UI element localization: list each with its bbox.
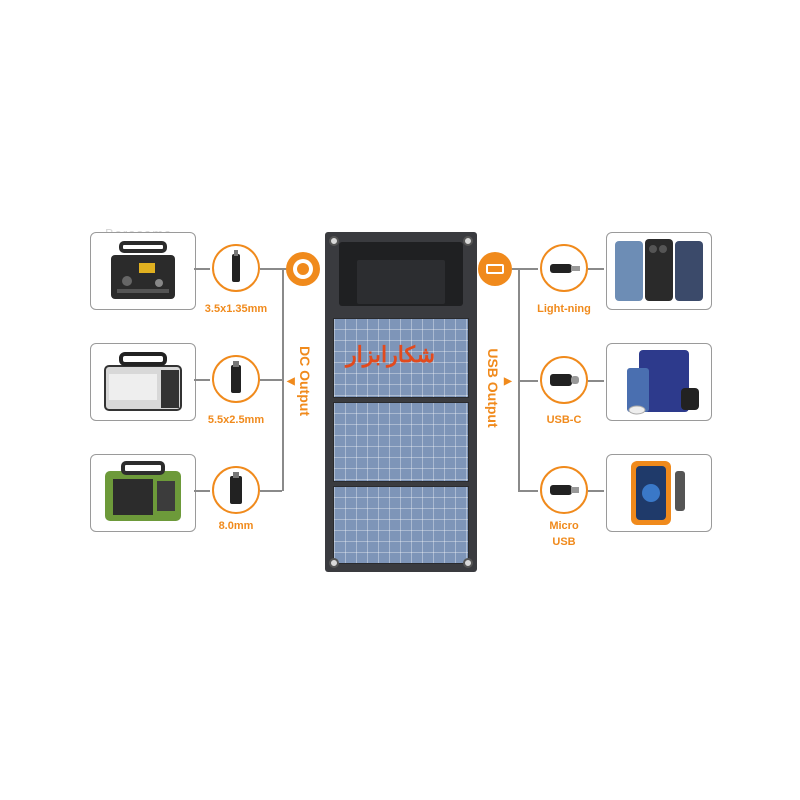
dc-device-card-1 xyxy=(90,232,196,310)
usb-type-label-3b: USB xyxy=(552,536,576,548)
power-bank-icon xyxy=(631,461,685,525)
barrel-plug-icon xyxy=(231,361,241,393)
usb-plug-circle-2 xyxy=(540,356,588,404)
silver-power-station-icon xyxy=(104,352,182,411)
grommet xyxy=(329,236,339,246)
micro-usb-plug-icon xyxy=(550,485,579,495)
panel-spec-label xyxy=(357,260,445,304)
dc-device-card-3 xyxy=(90,454,196,532)
usb-type-label-3a: Micro xyxy=(549,520,579,532)
solar-cell-1 xyxy=(333,318,469,398)
usb-plug-circle-3 xyxy=(540,466,588,514)
green-power-station-icon xyxy=(105,461,181,521)
usb-plug-circle-1 xyxy=(540,244,588,292)
dc-connector-line xyxy=(194,379,210,381)
dc-size-label-3: 8.0mm xyxy=(218,520,254,532)
usb-type-label-1: Light-ning xyxy=(537,303,591,315)
dc-port-icon xyxy=(286,252,320,286)
usb-output-label: USB Output xyxy=(485,348,501,428)
barrel-plug-icon xyxy=(232,250,240,282)
panel-pocket xyxy=(339,242,463,306)
usb-device-card-3 xyxy=(606,454,712,532)
power-station-icon xyxy=(111,241,175,299)
lightning-plug-icon xyxy=(550,264,580,273)
grommet xyxy=(329,558,339,568)
dc-trunk-line xyxy=(282,268,288,270)
overlay-text: شكارابزار xyxy=(346,342,436,367)
dc-connector-line xyxy=(260,490,282,492)
usb-connector-line xyxy=(588,268,604,270)
arrow-left-icon: ◀ xyxy=(287,376,295,387)
usb-device-card-1 xyxy=(606,232,712,310)
grommet xyxy=(463,236,473,246)
grommet xyxy=(463,558,473,568)
usb-trunk-line xyxy=(518,268,520,491)
dc-connector-line xyxy=(260,379,282,381)
usb-device-card-2 xyxy=(606,343,712,421)
usb-connector-line xyxy=(518,490,538,492)
dc-plug-circle-1 xyxy=(212,244,260,292)
dc-size-label-1: 3.5x1.35mm xyxy=(204,303,268,315)
arrow-right-icon: ▶ xyxy=(504,376,512,387)
usb-connector-line xyxy=(518,380,538,382)
barrel-plug-icon xyxy=(230,472,242,504)
usb-c-plug-icon xyxy=(550,374,579,386)
dc-connector-line xyxy=(194,490,210,492)
usb-port-icon xyxy=(478,252,512,286)
usb-type-label-2: USB-C xyxy=(546,414,582,426)
usb-connector-line xyxy=(588,490,604,492)
dc-size-label-2: 5.5x2.5mm xyxy=(207,414,265,426)
dc-connector-line xyxy=(260,268,282,270)
dc-plug-circle-2 xyxy=(212,355,260,403)
dc-device-card-2 xyxy=(90,343,196,421)
dc-output-label: DC Output xyxy=(297,346,313,416)
dc-plug-circle-3 xyxy=(212,466,260,514)
usb-connector-line xyxy=(588,380,604,382)
usb-connector-line xyxy=(512,268,538,270)
dc-connector-line xyxy=(194,268,210,270)
tablet-phone-watch-icon xyxy=(627,350,699,415)
dc-trunk-line xyxy=(282,268,284,491)
solar-cell-2 xyxy=(333,402,469,482)
iphones-icon xyxy=(615,239,703,301)
solar-panel xyxy=(325,232,477,572)
solar-cell-3 xyxy=(333,486,469,564)
